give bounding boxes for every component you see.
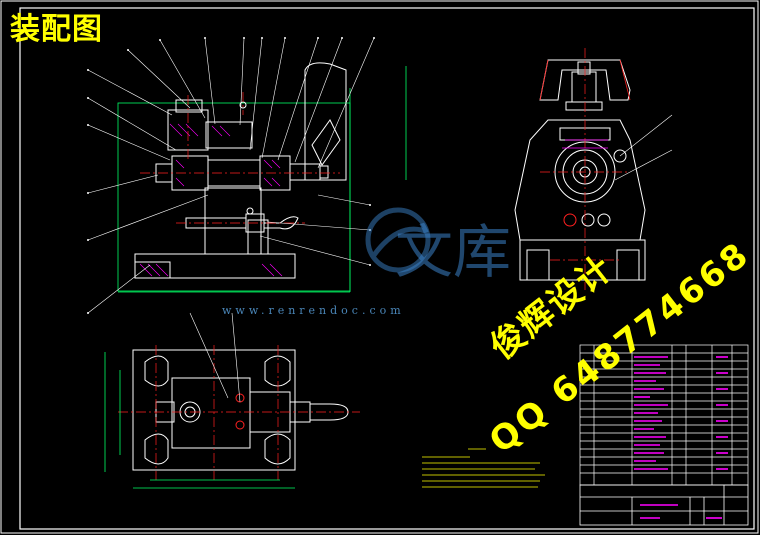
watermark-site-chinese: 文库 bbox=[395, 218, 512, 286]
title-block bbox=[579, 484, 749, 526]
front-view bbox=[87, 37, 407, 314]
drawing-title: 装配图 bbox=[10, 12, 103, 47]
watermark-site-url: www.renrendoc.com bbox=[222, 304, 405, 317]
top-view bbox=[104, 312, 360, 489]
sheet-inner-frame bbox=[19, 7, 755, 530]
watermark-logo-icon bbox=[365, 207, 431, 273]
side-view bbox=[514, 48, 673, 290]
tech-requirements-block bbox=[422, 448, 545, 488]
bom-table bbox=[579, 344, 749, 486]
